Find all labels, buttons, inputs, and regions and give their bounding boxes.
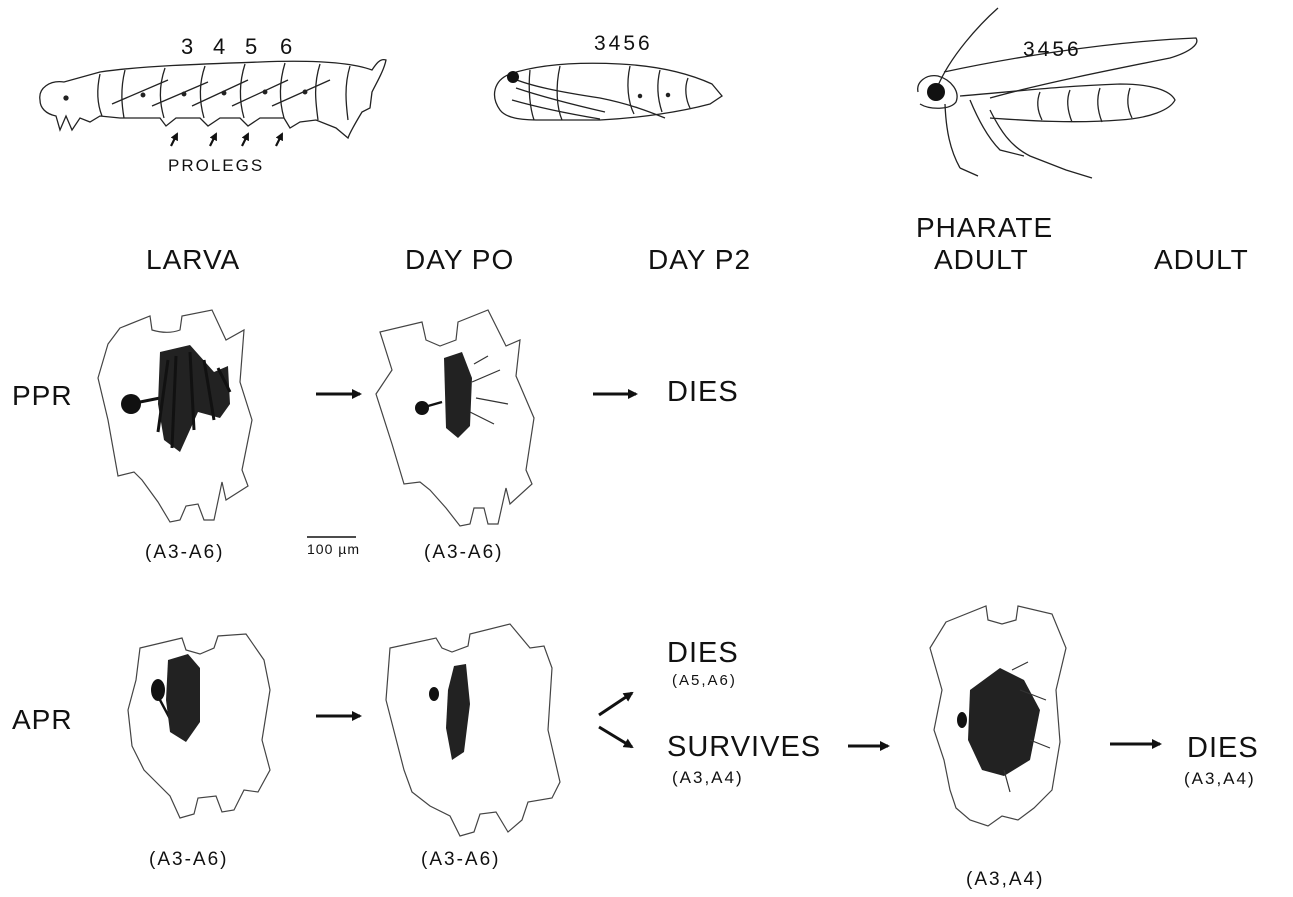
- pupa-segments: 3456: [594, 32, 653, 56]
- larva-segment-3: 3: [181, 34, 194, 60]
- apr-survives-segments: (A3,A4): [672, 768, 744, 788]
- larva-segment-6: 6: [280, 34, 293, 60]
- adult-segments: 3456: [1023, 38, 1082, 62]
- apr-dies-label: DIES: [667, 637, 739, 670]
- apr-pharate-neuron: [930, 606, 1066, 826]
- pupa-eye: [507, 71, 519, 83]
- column-day-p2: DAY P2: [648, 244, 751, 276]
- column-larva: LARVA: [146, 244, 240, 276]
- row-label-apr: APR: [12, 704, 73, 736]
- flow-arrows: [316, 394, 1160, 747]
- proleg-arrows: [171, 134, 282, 146]
- column-pharate-line1: PHARATE: [916, 212, 1053, 244]
- column-day-p0: DAY PO: [405, 244, 514, 276]
- scale-bar-label: 100 µm: [307, 541, 360, 557]
- apr-dies-segments: (A5,A6): [672, 672, 737, 689]
- pupa-illustration: [495, 63, 722, 120]
- adult-eye: [927, 83, 945, 101]
- larva-segment-5: 5: [245, 34, 258, 60]
- apr-survives-label: SURVIVES: [667, 731, 821, 764]
- apr-pharate-caption: (A3,A4): [966, 869, 1044, 891]
- column-pharate-line2: ADULT: [934, 244, 1029, 276]
- ppr-p0-caption: (A3-A6): [424, 542, 503, 564]
- arrow-apr-p0-to-survives: [599, 727, 632, 747]
- apr-larva-caption: (A3-A6): [149, 849, 228, 871]
- column-adult: ADULT: [1154, 244, 1249, 276]
- row-label-ppr: PPR: [12, 380, 73, 412]
- arrow-apr-p0-to-dies: [599, 693, 632, 715]
- ppr-dies-label: DIES: [667, 376, 739, 409]
- apr-final-dies-label: DIES: [1187, 732, 1259, 765]
- ppr-larva-neuron: [98, 310, 252, 522]
- prolegs-label: PROLEGS: [168, 156, 264, 176]
- adult-moth-illustration: [918, 8, 1197, 178]
- ppr-larva-caption: (A3-A6): [145, 542, 224, 564]
- larva-illustration: [40, 60, 386, 138]
- apr-larva-neuron: [128, 634, 270, 818]
- apr-p0-neuron: [386, 624, 560, 836]
- apr-final-dies-segments: (A3,A4): [1184, 769, 1256, 789]
- larva-segment-4: 4: [213, 34, 226, 60]
- ppr-p0-neuron: [376, 310, 534, 526]
- apr-p0-caption: (A3-A6): [421, 849, 500, 871]
